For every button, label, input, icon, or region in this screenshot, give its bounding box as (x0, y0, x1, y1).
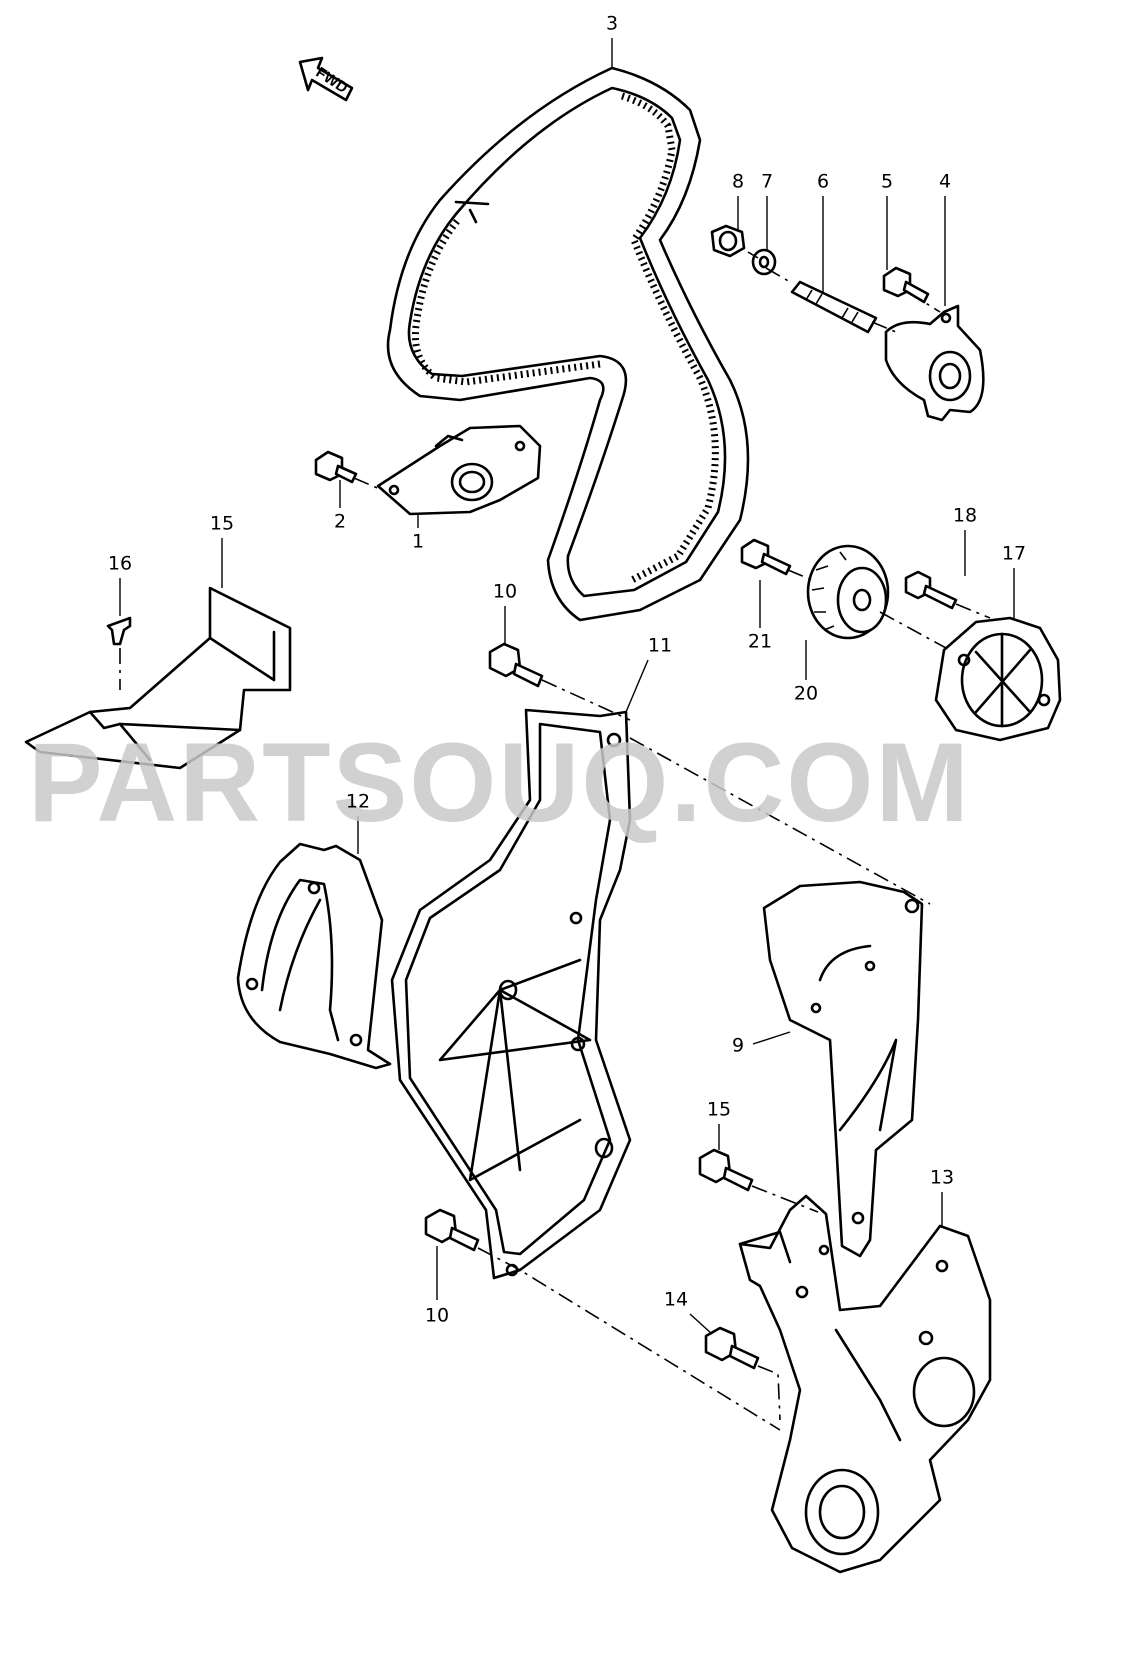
callout-17: 16 (107, 552, 133, 575)
bolt-part-19 (904, 570, 958, 610)
timing-belt (386, 66, 750, 622)
callout-5: 5 (880, 170, 894, 193)
callout-10-lower: 10 (424, 1304, 450, 1327)
leader-lines (119, 38, 1015, 1335)
clip-part-17 (106, 616, 132, 646)
callout-14: 14 (663, 1288, 689, 1311)
lower-cover-part-13 (738, 1194, 992, 1574)
fwd-arrow-icon (298, 56, 354, 102)
callout-6: 6 (816, 170, 830, 193)
callout-20: 20 (793, 682, 819, 705)
bracket-part-16 (24, 586, 292, 770)
upper-cover-part-9 (762, 880, 924, 1258)
bolt-part-10-upper (488, 642, 544, 688)
callout-19: 18 (952, 504, 978, 527)
cover-part-12 (236, 842, 392, 1070)
callout-13: 13 (929, 1166, 955, 1189)
watermark: PARTSOUQ.COM (28, 720, 971, 845)
sprocket-part-20 (806, 544, 890, 640)
tensioner-part-4 (884, 304, 985, 422)
callout-4: 4 (938, 170, 952, 193)
callout-16: 15 (209, 512, 235, 535)
callout-8: 8 (731, 170, 745, 193)
inner-cover-part-11 (390, 708, 632, 1280)
callout-12: 12 (345, 790, 371, 813)
bolt-part-5 (882, 266, 930, 304)
washer-part-7 (751, 248, 777, 276)
bolt-part-15 (698, 1148, 754, 1192)
callout-3: 3 (605, 12, 619, 35)
callout-1: 1 (411, 530, 425, 553)
bolt-part-14 (704, 1326, 760, 1370)
callout-9: 9 (731, 1034, 745, 1057)
callout-10-upper: 10 (492, 580, 518, 603)
stud-part-6 (790, 280, 878, 334)
nut-part-8 (710, 224, 746, 258)
bolt-part-2 (314, 450, 358, 484)
callout-7: 7 (760, 170, 774, 193)
water-pump-part-18 (934, 616, 1062, 742)
bracket-part-1 (376, 424, 542, 516)
bolt-part-10-lower (424, 1208, 480, 1252)
callout-18: 17 (1001, 542, 1027, 565)
bolt-part-21 (740, 538, 792, 576)
callout-2: 2 (333, 510, 347, 533)
assembly-lines (119, 251, 991, 1431)
callout-21: 21 (747, 630, 773, 653)
callout-11: 11 (647, 634, 673, 657)
callout-15: 15 (706, 1098, 732, 1121)
